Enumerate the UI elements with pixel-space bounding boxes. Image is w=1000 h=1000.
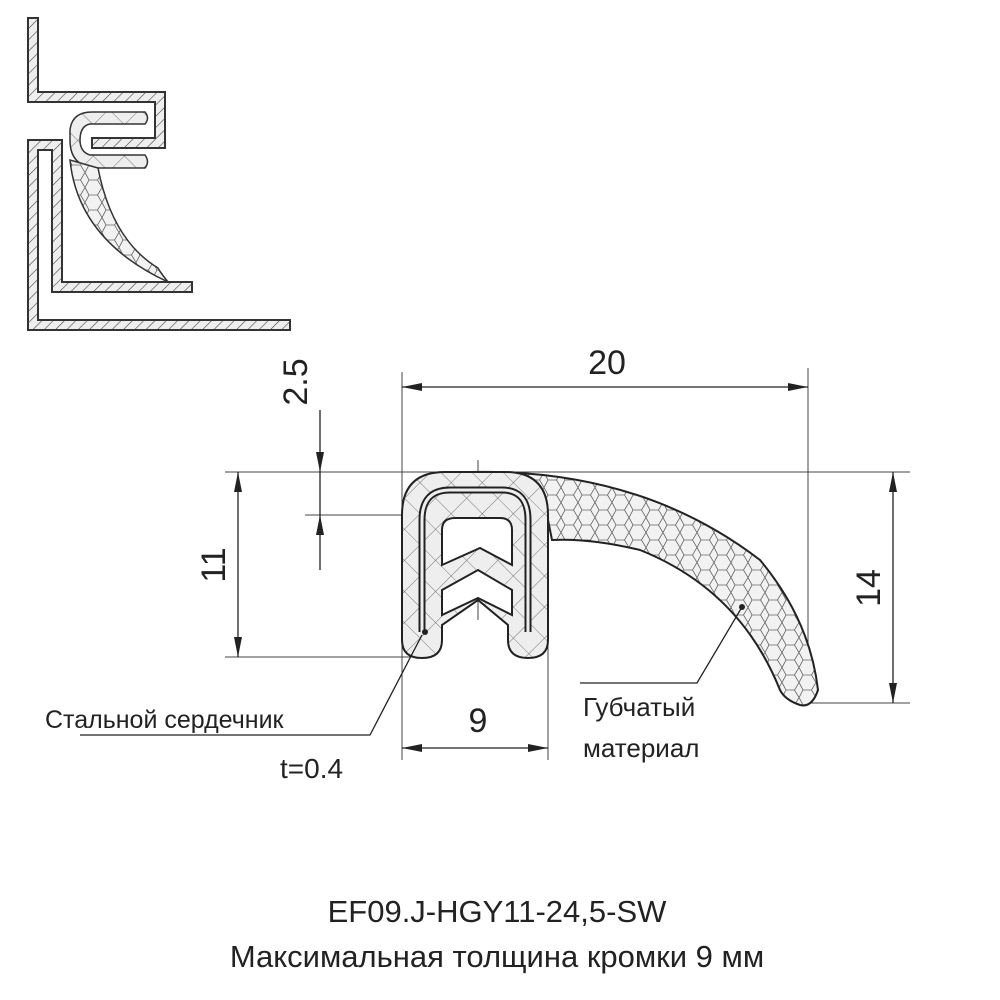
installation-view <box>27 17 291 331</box>
sponge-leader <box>580 606 743 684</box>
dim-2.5-label: 2.5 <box>277 358 315 405</box>
upper-panel <box>27 17 166 149</box>
seal-profile <box>401 470 820 707</box>
lower-panel <box>27 139 291 331</box>
sponge-label-2: материал <box>583 733 699 763</box>
part-number: EF09.J-HGY11-24,5-SW <box>328 894 668 929</box>
sponge-label-1: Губчатый <box>583 692 695 722</box>
dim-20-label: 20 <box>588 344 626 382</box>
dim-9-label: 9 <box>469 702 488 740</box>
steel-core-label: Стальной сердечник <box>45 706 285 734</box>
dimension-lines <box>80 383 897 752</box>
steel-core-leader <box>80 634 423 736</box>
steel-thickness-label: t=0.4 <box>280 753 343 784</box>
small-seal-lip <box>69 158 169 283</box>
dim-11-label: 11 <box>195 547 233 582</box>
description: Максимальная толщина кромки 9 мм <box>230 939 764 974</box>
dim-14-label: 14 <box>850 569 888 607</box>
clip-inner-cavity <box>441 517 513 617</box>
sponge-lip <box>466 470 820 707</box>
